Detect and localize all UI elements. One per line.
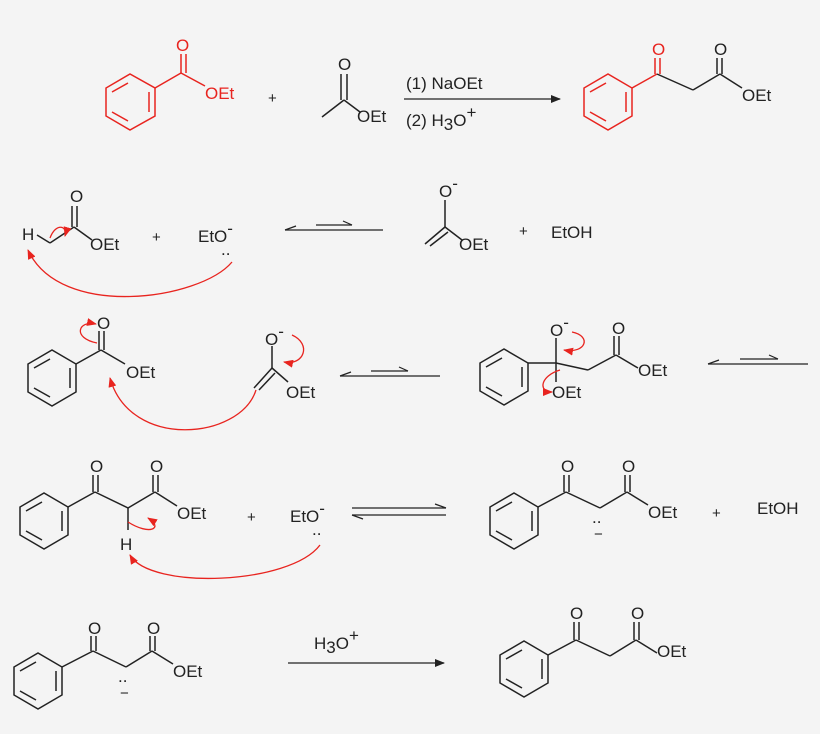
electron-push-arrow <box>127 517 158 531</box>
ethyl-acetate: O OEt <box>321 55 387 126</box>
ethoxy-label: OEt <box>357 107 387 126</box>
ethanol-label: EtOH <box>757 499 799 518</box>
ethoxy-label: OEt <box>286 383 316 402</box>
plus-sign: + <box>152 229 161 246</box>
row-3-nucleophilic-attack: O OEt O- OEt <box>27 313 808 431</box>
ester-enolate: O- OEt <box>253 322 316 402</box>
carbonyl-oxygen: O <box>176 36 189 55</box>
alpha-hydrogen: H <box>120 535 132 554</box>
plus-sign: + <box>268 90 277 107</box>
ethoxy-label: OEt <box>657 642 687 661</box>
ethoxy-label: OEt <box>126 363 156 382</box>
enolate-oxygen: O- <box>439 174 458 201</box>
condition-acid-workup: (2) H3O+ <box>406 103 476 134</box>
lone-pair: .. <box>592 508 601 527</box>
alpha-hydrogen: H <box>22 225 34 244</box>
nucleophilic-attack-arrow <box>108 377 257 431</box>
ester-oxygen: O <box>622 457 635 476</box>
ethoxy-label: OEt <box>648 503 678 522</box>
leaving-group-arrow <box>542 369 561 396</box>
row-2-enolate-formation: H O OEt + EtO- .. O- OEt <box>22 174 593 298</box>
equilibrium-arrow <box>284 220 383 231</box>
enolate-electron-arrow <box>283 334 305 368</box>
ester-enolate: O- OEt <box>424 174 489 254</box>
carbonyl-oxygen: O <box>70 187 83 206</box>
enolate-oxygen: O- <box>265 322 284 349</box>
ethoxide-base: EtO- .. <box>198 219 233 259</box>
ethyl-benzoylacetate-final: O O OEt <box>499 604 687 698</box>
negative-charge: − <box>120 685 129 702</box>
ethoxide-base: EtO- .. <box>290 499 325 539</box>
plus-sign: + <box>712 505 721 522</box>
ethoxy-label: OEt <box>459 235 489 254</box>
equilibrium-arrow <box>339 366 440 377</box>
ketone-oxygen: O <box>561 457 574 476</box>
ethyl-acetate: H O OEt <box>22 187 120 254</box>
leaving-ethoxy-label: OEt <box>552 383 582 402</box>
row-1-overall-reaction: O OEt + O OEt (1) NaOEt (2) H3O+ O <box>105 36 772 134</box>
row-4-product-deprotonation: O H O OEt + EtO- .. <box>19 457 799 580</box>
row-5-acid-workup: O .. − O OEt H3O+ O O <box>13 604 687 710</box>
stabilized-enolate: O .. − O OEt <box>489 457 678 550</box>
negative-charge: − <box>594 526 603 543</box>
ethanol-label: EtOH <box>551 223 593 242</box>
reform-carbonyl-arrow <box>563 331 585 356</box>
ketone-oxygen: O <box>90 457 103 476</box>
alkoxide-oxygen: O- <box>550 313 569 340</box>
plus-sign: + <box>519 223 528 240</box>
ethoxy-label: OEt <box>205 84 235 103</box>
plus-sign: + <box>247 509 256 526</box>
lone-pair: .. <box>221 240 230 259</box>
ethyl-benzoylacetate-product: O O OEt <box>583 40 772 131</box>
ethoxy-label: OEt <box>177 504 207 523</box>
carbonyl-oxygen: O <box>338 55 351 74</box>
lone-pair: .. <box>118 667 127 686</box>
stabilized-enolate: O .. − O OEt <box>13 619 203 710</box>
ethyl-benzoylacetate: O H O OEt <box>19 457 207 554</box>
condition-naoet: (1) NaOEt <box>406 74 483 93</box>
tetrahedral-intermediate: O- O OEt OEt <box>479 313 668 406</box>
ethoxide-label: EtO- <box>290 499 325 526</box>
lone-pair: .. <box>312 520 321 539</box>
equilibrium-arrow <box>351 503 447 520</box>
deprotonation-arrow <box>129 544 321 580</box>
deprotonation-arrow <box>27 249 233 298</box>
ester-oxygen: O <box>612 319 625 338</box>
ester-oxygen: O <box>150 457 163 476</box>
ester-oxygen: O <box>631 604 644 623</box>
carbonyl-electron-arrow <box>79 318 98 344</box>
ethoxide-label: EtO- <box>198 219 233 246</box>
ethoxy-label: OEt <box>90 235 120 254</box>
ethoxy-label: OEt <box>638 361 668 380</box>
ketone-oxygen: O <box>88 619 101 638</box>
carbonyl-oxygen: O <box>97 314 110 333</box>
ketone-oxygen: O <box>570 604 583 623</box>
equilibrium-arrow <box>707 354 808 365</box>
ethyl-benzoate: O OEt <box>105 36 235 131</box>
electron-push-arrow <box>49 226 72 239</box>
ethoxy-label: OEt <box>742 86 772 105</box>
ethoxy-label: OEt <box>173 662 203 681</box>
ketone-oxygen: O <box>652 40 665 59</box>
ethyl-benzoate: O OEt <box>27 314 156 407</box>
acid-reagent: H3O+ <box>314 626 359 657</box>
ester-oxygen: O <box>147 619 160 638</box>
ester-oxygen: O <box>714 40 727 59</box>
